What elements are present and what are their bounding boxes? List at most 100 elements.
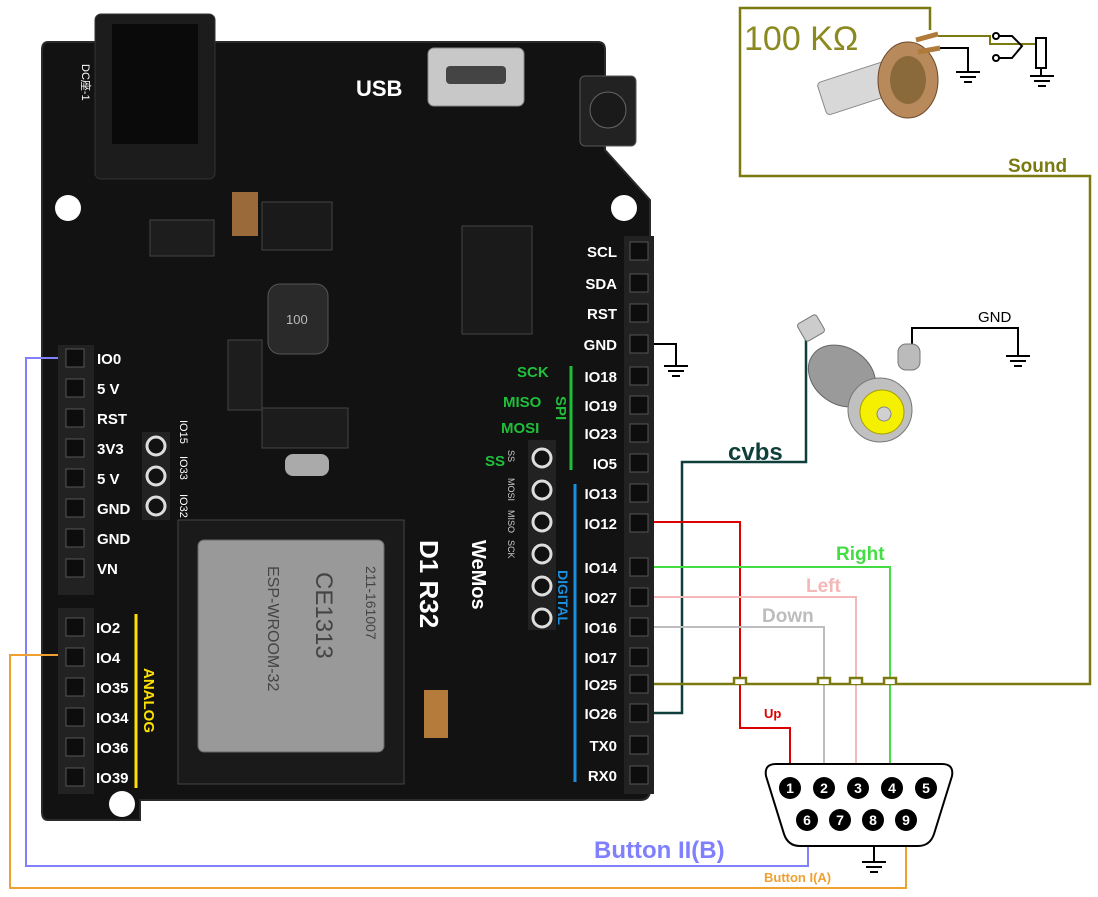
left-pin-label: GND <box>97 501 131 518</box>
db9-pin-number: 3 <box>854 780 862 796</box>
analog-pin-label: IO4 <box>96 650 121 667</box>
pot-leg <box>917 45 941 55</box>
db9-pin <box>847 777 869 799</box>
jack-contact <box>992 54 1000 62</box>
rca-jack <box>797 314 921 443</box>
header-socket <box>629 765 649 785</box>
ground-symbol <box>1006 355 1030 367</box>
db9-pin <box>829 809 851 831</box>
db9-pin <box>895 809 917 831</box>
crystal <box>285 454 329 476</box>
down-wire <box>654 626 825 786</box>
header-socket <box>65 767 85 787</box>
spi-label: SPI <box>552 396 569 420</box>
header-socket <box>629 334 649 354</box>
right-pin-label: IO26 <box>584 706 617 723</box>
regulator <box>149 219 215 257</box>
small-header-label: IO32 <box>177 494 189 518</box>
db9-pin-number: 4 <box>888 780 896 796</box>
esp32-board: DC座-1 USB 100 211-161007 CE1313 ESP-WROO… <box>41 13 654 821</box>
header-socket <box>65 677 85 697</box>
header-socket <box>629 647 649 667</box>
header-socket <box>629 395 649 415</box>
spi-small-label: MOSI <box>506 478 516 501</box>
header-socket <box>629 366 649 386</box>
header-pin <box>531 511 553 533</box>
header-socket <box>629 587 649 607</box>
spi-name-mosi: MOSI <box>501 420 539 437</box>
inductor <box>267 283 329 355</box>
ground-symbol <box>1030 75 1054 87</box>
header-socket <box>629 453 649 473</box>
sound-label: Sound <box>1008 156 1067 177</box>
header-pin <box>145 435 167 457</box>
header-pin <box>145 495 167 517</box>
pot-label: 100 KΩ <box>744 20 858 58</box>
analog-pin-label: IO36 <box>96 740 129 757</box>
button2-wire <box>25 357 809 867</box>
header-socket <box>629 674 649 694</box>
spi-name-sck: SCK <box>517 364 549 381</box>
header-socket <box>629 703 649 723</box>
inductor-code: 100 <box>286 312 308 327</box>
right-pin-label: IO17 <box>584 650 617 667</box>
rca-pin <box>797 314 825 342</box>
mount-hole <box>109 791 135 817</box>
button1-label: Button I(A) <box>764 870 831 885</box>
ic-chip <box>261 201 333 251</box>
left-pin-label: 5 V <box>97 381 120 398</box>
db9-pin <box>779 777 801 799</box>
header-socket <box>65 737 85 757</box>
db9-pin-number: 2 <box>820 780 828 796</box>
cvbs-label: cvbs <box>728 439 783 466</box>
analog-pin-label: IO35 <box>96 680 129 697</box>
db9-shell <box>764 763 954 847</box>
right-pin-label: IO19 <box>584 398 617 415</box>
header-socket <box>65 647 85 667</box>
db9-pin-number: 5 <box>922 780 930 796</box>
right-wire <box>654 566 891 786</box>
ground-symbol <box>664 365 688 377</box>
jack-symbol <box>996 35 1024 59</box>
header-socket <box>629 557 649 577</box>
right-header-pins: SCLSDARSTGNDIO18IO19IO23IO5IO13IO12IO14I… <box>584 241 649 785</box>
db9-pin <box>813 777 835 799</box>
left-pin-label: RST <box>97 411 127 428</box>
capacitor <box>232 192 258 236</box>
spi-header <box>528 440 556 630</box>
up-wire <box>654 521 791 786</box>
header-pin <box>531 543 553 565</box>
brand-label: WeMos <box>467 540 489 610</box>
wire-hops <box>732 676 898 684</box>
left-pin-label: GND <box>97 531 131 548</box>
spi-small-label: SS <box>506 450 516 462</box>
header-socket <box>65 707 85 727</box>
small-header-label: IO15 <box>177 420 189 444</box>
header-socket <box>629 303 649 323</box>
header-pin <box>531 575 553 597</box>
header-pin <box>531 479 553 501</box>
header-socket <box>65 348 85 368</box>
wires <box>9 6 1092 889</box>
dc-label: DC座-1 <box>79 64 93 101</box>
rca-lug <box>897 343 921 371</box>
small-header-label: IO33 <box>177 456 189 480</box>
cvbs-wire <box>654 340 808 715</box>
right-pin-label: GND <box>584 337 618 354</box>
header-socket <box>65 468 85 488</box>
ground-symbol <box>956 71 980 83</box>
left-pin-label: 5 V <box>97 471 120 488</box>
button2-label: Button II(B) <box>594 837 725 864</box>
right-pin-label: TX0 <box>589 738 617 755</box>
header-socket <box>65 498 85 518</box>
analog-pin-label: IO2 <box>96 620 120 637</box>
right-pin-label: IO16 <box>584 620 617 637</box>
right-pin-label: IO18 <box>584 369 617 386</box>
capacitor-2 <box>424 690 448 738</box>
spi-header-pins <box>531 447 553 629</box>
analog-pin-label: IO34 <box>96 710 129 727</box>
esp32-shield <box>197 539 385 753</box>
